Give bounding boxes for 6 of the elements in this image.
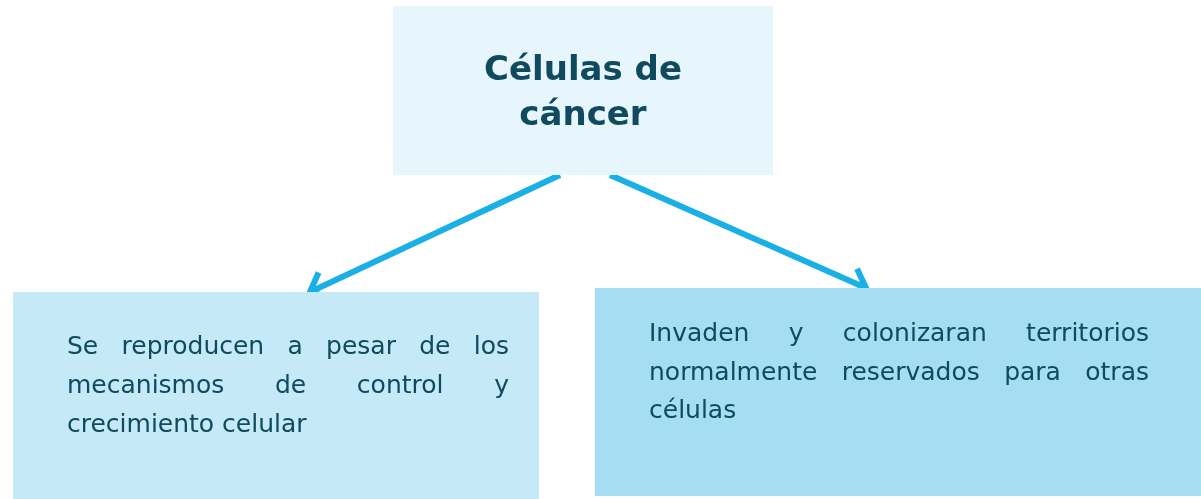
description-text: Invaden y colonizaran territorios normalmente reservados para otras células: [649, 316, 1149, 427]
title-text: Células de cáncer: [483, 47, 683, 135]
text-box: [393, 6, 773, 175]
description-text: Se reproducen a pesar de los mecanismos de control y crecimiento celular: [67, 330, 509, 440]
text-box: [13, 292, 539, 499]
text-box: [595, 288, 1201, 496]
